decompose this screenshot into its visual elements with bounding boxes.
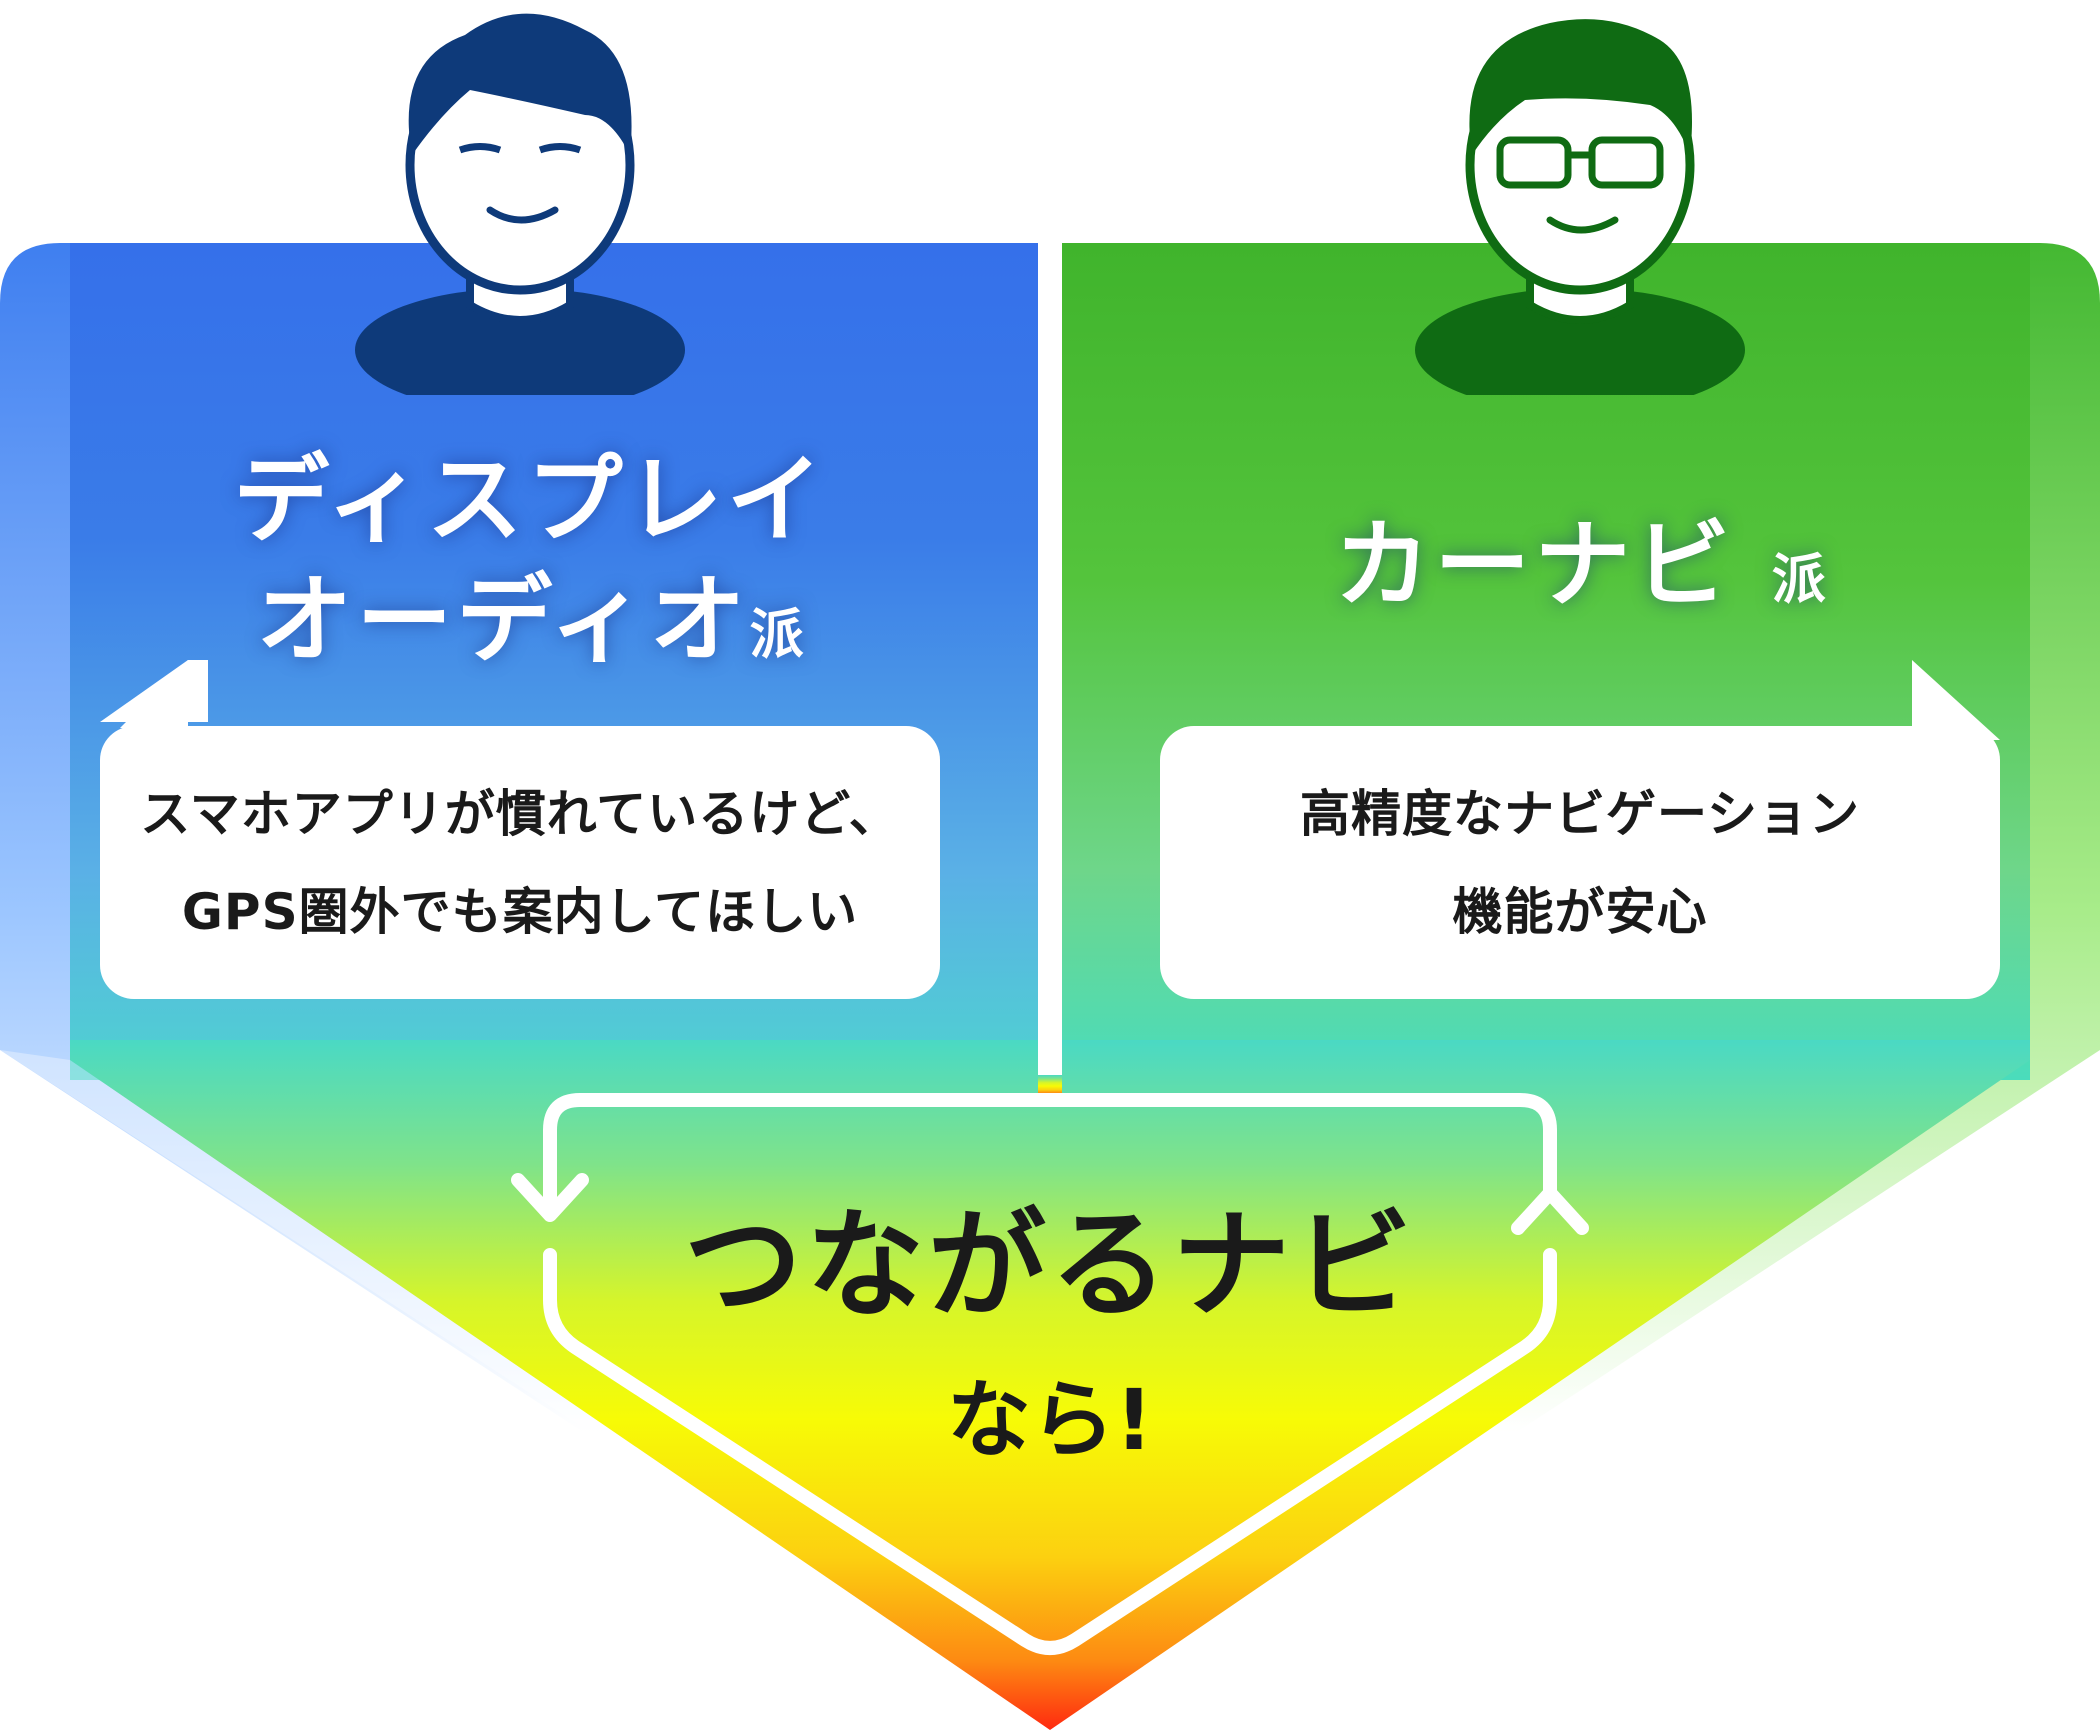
right-title: カーナビ xyxy=(1334,509,1735,621)
right-group-heading: カーナビ 派 xyxy=(1200,505,1960,640)
left-group-heading: ディスプレイ オーディオ派 xyxy=(140,440,920,695)
right-bubble-line2: 機能が安心 xyxy=(1452,883,1708,941)
left-title-line2: オーディオ xyxy=(256,564,750,676)
center-headline: つながるナビ xyxy=(683,1196,1416,1334)
panel-divider xyxy=(1038,243,1062,1083)
right-bubble-line1: 高精度なナビゲーション xyxy=(1300,785,1860,843)
right-bubble-text: 高精度なナビゲーション 機能が安心 xyxy=(1160,765,2000,961)
left-bubble-line2: GPS圏外でも案内してほしい xyxy=(181,883,859,941)
loop-arrow xyxy=(511,1093,1589,1655)
left-title-line2-wrap: オーディオ派 xyxy=(140,560,920,695)
bubble-left xyxy=(100,660,940,999)
bubble-right xyxy=(1160,660,2000,999)
avatar-left-person xyxy=(355,13,685,395)
left-title-line1: ディスプレイ xyxy=(233,444,827,556)
right-title-suffix: 派 xyxy=(1771,548,1826,611)
center-tagline: なら! xyxy=(946,1371,1154,1469)
avatar-right-person-glasses xyxy=(1415,19,1745,395)
left-bubble-text: スマホアプリが慣れているけど、 GPS圏外でも案内してほしい xyxy=(100,765,940,961)
funnel-left-fade xyxy=(0,1050,1050,1730)
left-title-suffix: 派 xyxy=(749,603,804,666)
left-bubble-line1: スマホアプリが慣れているけど、 xyxy=(140,785,900,843)
